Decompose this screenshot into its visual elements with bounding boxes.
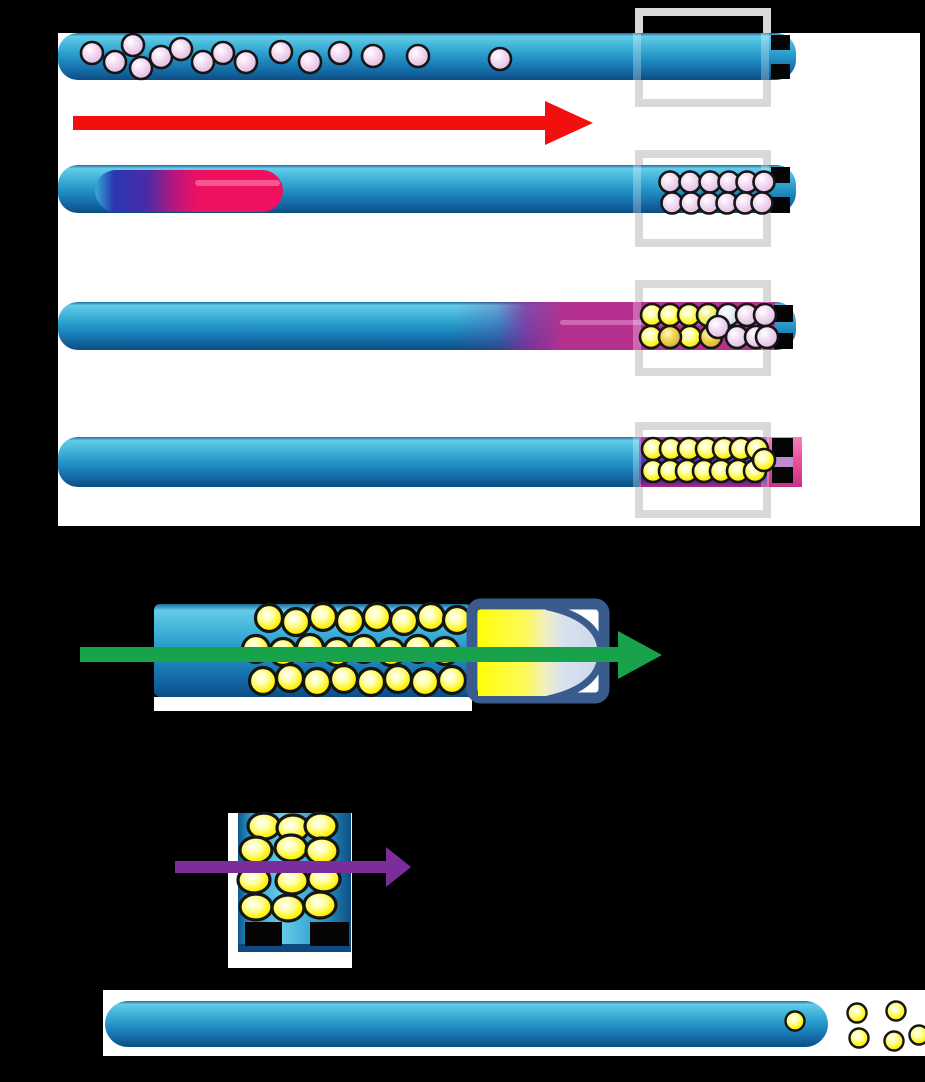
suspended-bead-lavender xyxy=(120,32,146,58)
suspended-bead-lavender xyxy=(360,43,386,69)
suspended-bead-lavender xyxy=(190,49,216,75)
suspended-bead-lavender xyxy=(268,39,294,65)
suspended-bead-lavender xyxy=(297,49,323,75)
trapped-bead-lavender xyxy=(658,170,682,194)
staining-bead-lavender xyxy=(754,324,780,350)
vertical-frit-right xyxy=(310,922,349,946)
frit-4-bottom xyxy=(772,467,793,483)
suspended-bead-lavender xyxy=(405,43,431,69)
packed-bead-yellow xyxy=(274,662,306,694)
stained-bead-yellow xyxy=(751,447,777,473)
frit-1-top xyxy=(771,35,790,50)
trapped-bead-lavender xyxy=(750,191,774,215)
suspended-bead-lavender xyxy=(102,49,128,75)
frit-2-bottom xyxy=(771,197,790,213)
vertical-tube-bottom-edge xyxy=(238,944,351,952)
staining-bead-lavender xyxy=(705,314,731,340)
zoom-box-edge xyxy=(761,33,769,80)
cell-cluster-yellow xyxy=(246,811,282,841)
dye-plug-highlight xyxy=(195,180,280,186)
suspended-bead-lavender xyxy=(168,36,194,62)
suspended-bead-lavender xyxy=(210,40,236,66)
capillary-4 xyxy=(58,437,774,487)
packed-bead-yellow xyxy=(388,605,420,637)
frit-4-band xyxy=(772,457,793,467)
packed-bead-yellow xyxy=(436,664,468,696)
red-arrow-shaft xyxy=(73,116,545,130)
released-bead-outside xyxy=(883,1030,905,1052)
cell-cluster-yellow xyxy=(238,892,274,922)
zoom-box-edge xyxy=(633,302,641,350)
packed-bead-yellow xyxy=(301,666,333,698)
packed-bead-yellow xyxy=(409,666,441,698)
vertical-frit-left xyxy=(245,922,282,946)
packed-bead-yellow xyxy=(328,663,360,695)
released-bead-outside xyxy=(846,1002,868,1024)
cell-cluster-yellow xyxy=(304,836,340,866)
released-bead-inside xyxy=(784,1010,806,1032)
zoom-box-edge xyxy=(633,437,641,487)
suspended-bead-lavender xyxy=(327,40,353,66)
packed-bead-yellow xyxy=(247,665,279,697)
released-bead-outside xyxy=(908,1024,925,1046)
suspended-bead-lavender xyxy=(128,55,154,81)
zoom-box-edge xyxy=(633,33,641,80)
suspended-bead-lavender xyxy=(79,40,105,66)
packed-bead-yellow xyxy=(441,604,473,636)
frit-2-top xyxy=(771,167,790,183)
cell-cluster-yellow xyxy=(238,835,274,865)
packed-bead-yellow xyxy=(361,601,393,633)
frit-3-top xyxy=(774,305,793,322)
packed-bead-yellow xyxy=(280,606,312,638)
green-arrow-head xyxy=(618,631,662,679)
suspended-bead-lavender xyxy=(233,49,259,75)
packed-bead-yellow xyxy=(415,601,447,633)
frit-4-top xyxy=(772,438,793,457)
packed-bead-yellow xyxy=(355,666,387,698)
trapped-bead-lavender xyxy=(752,170,776,194)
cell-cluster-yellow xyxy=(302,890,338,920)
release-capillary xyxy=(105,1001,828,1047)
packed-bead-yellow xyxy=(253,602,285,634)
cell-cluster-yellow xyxy=(270,893,306,923)
staining-bead-lavender xyxy=(752,302,778,328)
packed-bead-yellow xyxy=(334,605,366,637)
released-bead-outside xyxy=(848,1027,870,1049)
trapped-bead-lavender xyxy=(678,170,702,194)
suspended-bead-lavender xyxy=(487,46,513,72)
suspended-bead-lavender xyxy=(148,44,174,70)
green-arrow-shaft xyxy=(80,647,618,662)
mid-tube-underlay xyxy=(154,697,472,711)
packed-bead-yellow xyxy=(382,663,414,695)
red-arrow-head xyxy=(545,101,593,145)
packed-bead-yellow xyxy=(307,601,339,633)
frit-1-bottom xyxy=(771,64,790,79)
staining-bead-orange xyxy=(657,324,683,350)
cell-cluster-yellow xyxy=(273,833,309,863)
purple-arrow-shaft xyxy=(175,861,386,873)
purple-arrow-head xyxy=(386,847,411,887)
released-bead-outside xyxy=(885,1000,907,1022)
cell-cluster-yellow xyxy=(303,811,339,841)
zoom-box-edge xyxy=(633,165,641,213)
dye-plug xyxy=(95,170,283,212)
